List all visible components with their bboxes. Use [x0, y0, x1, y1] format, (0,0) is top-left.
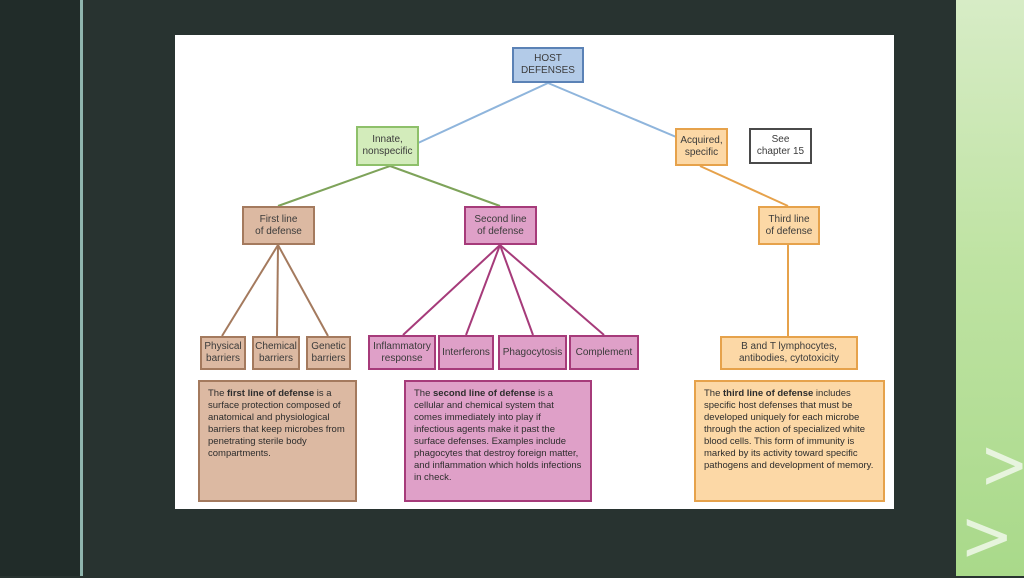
lymphocytes-node: B and T lymphocytes, antibodies, cytotox… — [720, 336, 858, 370]
connector-innate-first — [277, 165, 391, 207]
first-line-node: First line of defense — [242, 206, 315, 245]
chemical-barriers-node: Chemical barriers — [252, 336, 300, 370]
left-dark-panel — [0, 0, 80, 576]
physical-barriers-node: Physical barriers — [200, 336, 246, 370]
third-line-description: The third line of defense includes speci… — [694, 380, 885, 502]
connector-host-innate — [417, 82, 549, 144]
left-accent-line — [80, 0, 83, 576]
diagram-slide: HOST DEFENSES Innate, nonspecific Acquir… — [175, 35, 894, 509]
connector-first-chemical — [276, 244, 279, 337]
connector-first-physical — [221, 244, 279, 337]
first-line-description: The first line of defense is a surface p… — [198, 380, 357, 502]
connector-second-complement — [499, 244, 605, 336]
host-defenses-node: HOST DEFENSES — [512, 47, 584, 83]
phagocytosis-node: Phagocytosis — [498, 335, 567, 370]
innate-nonspecific-node: Innate, nonspecific — [356, 126, 419, 166]
connector-second-phagocytosis — [499, 244, 534, 336]
connector-host-acquired — [547, 82, 701, 148]
acquired-specific-node: Acquired, specific — [675, 128, 728, 166]
interferons-node: Interferons — [438, 335, 494, 370]
third-line-node: Third line of defense — [758, 206, 820, 245]
connector-innate-second — [389, 165, 501, 207]
see-chapter-node: See chapter 15 — [749, 128, 812, 164]
chevron-right-icon: > — [960, 496, 1014, 578]
second-line-node: Second line of defense — [464, 206, 537, 245]
connector-first-genetic — [277, 244, 329, 337]
genetic-barriers-node: Genetic barriers — [306, 336, 351, 370]
connector-second-interferons — [465, 244, 501, 336]
connector-acquired-third — [699, 165, 789, 207]
connector-lines — [221, 82, 789, 337]
inflammatory-response-node: Inflammatory response — [368, 335, 436, 370]
chevron-right-icon: > — [980, 423, 1024, 505]
connector-second-inflammatory — [402, 244, 501, 336]
right-green-strip — [956, 0, 1024, 576]
second-line-description: The second line of defense is a cellular… — [404, 380, 592, 502]
complement-node: Complement — [569, 335, 639, 370]
